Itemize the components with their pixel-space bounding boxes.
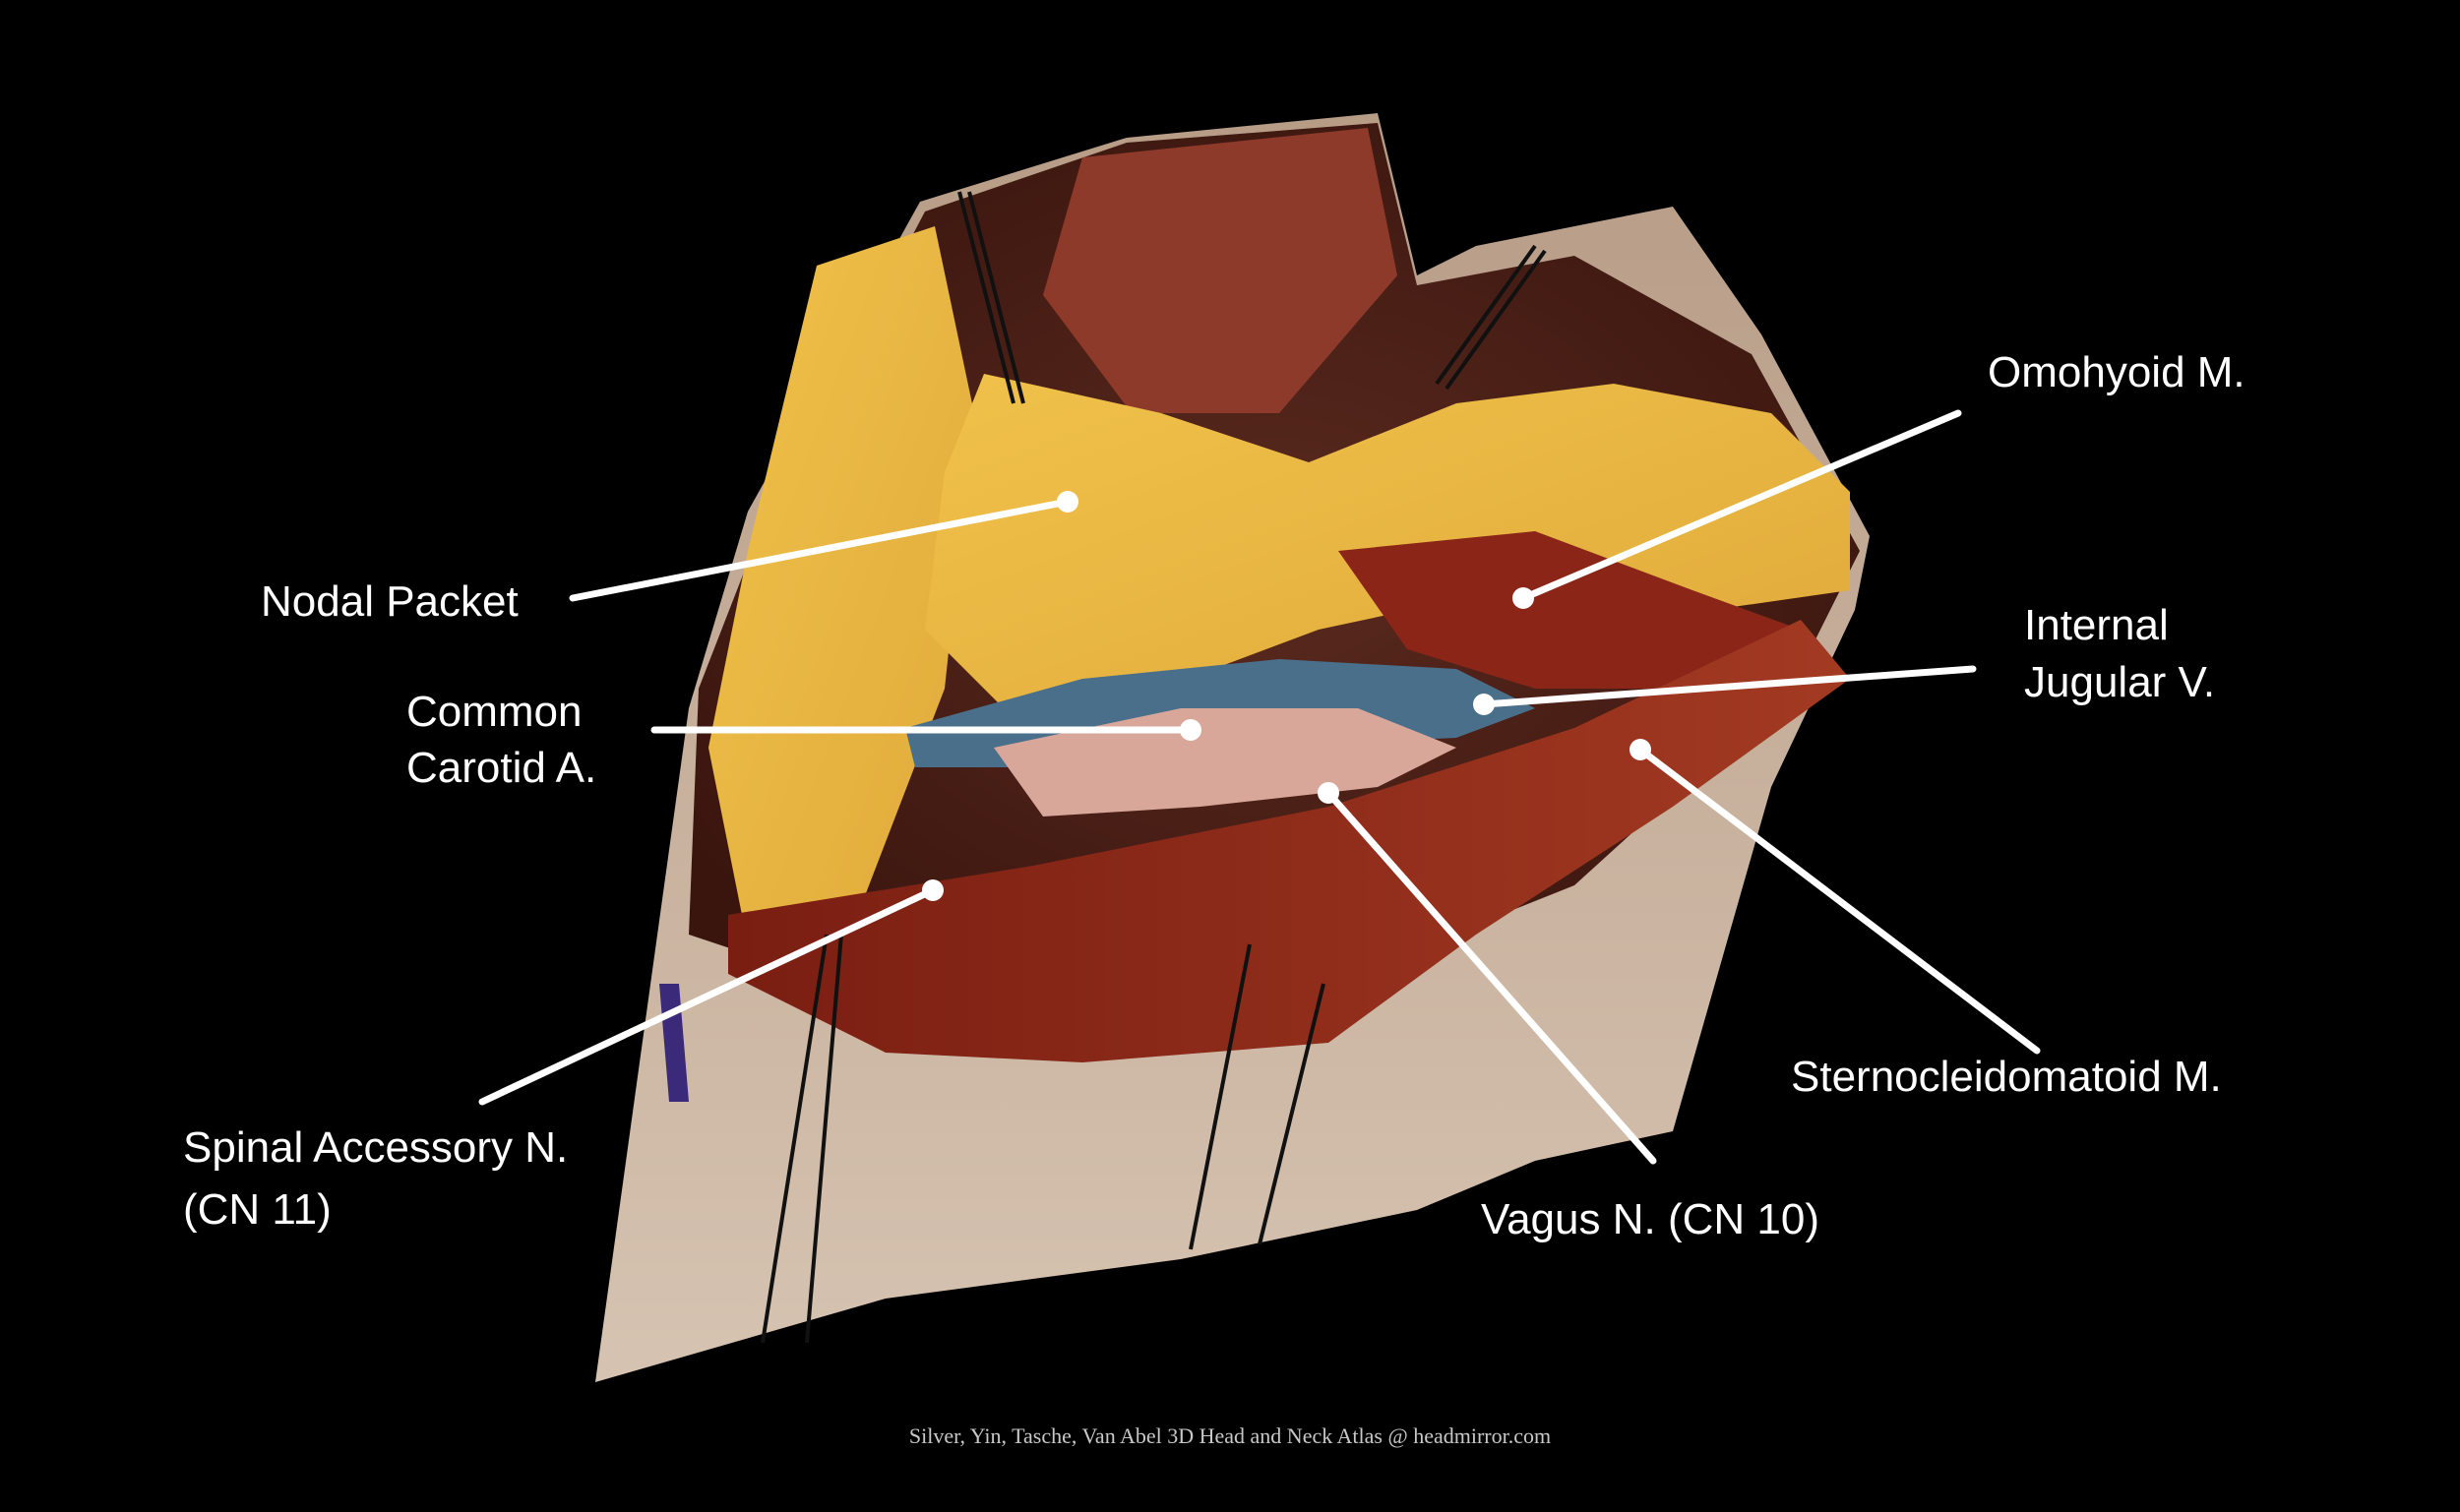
sutures [761, 191, 1547, 1344]
label-common-carotid-line1: Common [406, 688, 583, 736]
leader-dot-omohyoid [1512, 587, 1534, 609]
label-common-carotid-line2: Carotid A. [406, 744, 597, 792]
label-sternocleidomastoid: Sternocleidomatoid M. [1791, 1053, 2222, 1101]
leader-line-vagus [1324, 789, 1657, 1165]
leader-dots [922, 491, 1651, 901]
leader-line-omohyoid [1519, 409, 1962, 602]
leader-line-sternocleidomastoid [1636, 746, 2041, 1055]
leader-line-nodal-packet [569, 498, 1072, 602]
fat-column-left [708, 226, 974, 944]
leader-line-spinal-accessory [478, 886, 937, 1106]
strap-muscles [1043, 128, 1397, 413]
label-internal-jugular-line2: Jugular V. [2024, 658, 2216, 706]
label-nodal-packet: Nodal Packet [261, 577, 519, 626]
leader-dot-vagus [1318, 782, 1339, 804]
leader-dot-common-carotid [1180, 719, 1201, 741]
label-spinal-accessory-line1: Spinal Accessory N. [183, 1123, 569, 1172]
leader-lines [478, 409, 2041, 1165]
nodal-packet-tissue [925, 374, 1850, 708]
leader-line-internal-jugular [1480, 665, 1977, 708]
label-spinal-accessory-line2: (CN 11) [183, 1185, 332, 1234]
label-internal-jugular-line1: Internal [2024, 601, 2169, 649]
common-carotid-artery-tissue [994, 708, 1456, 816]
label-vagus: Vagus N. (CN 10) [1481, 1195, 1819, 1243]
credit-line: Silver, Yin, Tasche, Van Abel 3D Head an… [908, 1423, 1552, 1448]
sternocleidomastoid-muscle [728, 620, 1850, 1062]
label-omohyoid: Omohyoid M. [1988, 348, 2245, 396]
leader-dot-sternocleidomastoid [1630, 739, 1651, 760]
leader-dot-nodal-packet [1057, 491, 1078, 513]
specimen [595, 113, 1870, 1382]
leader-dot-spinal-accessory [922, 879, 944, 901]
omohyoid-muscle [1338, 531, 1801, 689]
leader-dot-internal-jugular [1473, 694, 1495, 715]
